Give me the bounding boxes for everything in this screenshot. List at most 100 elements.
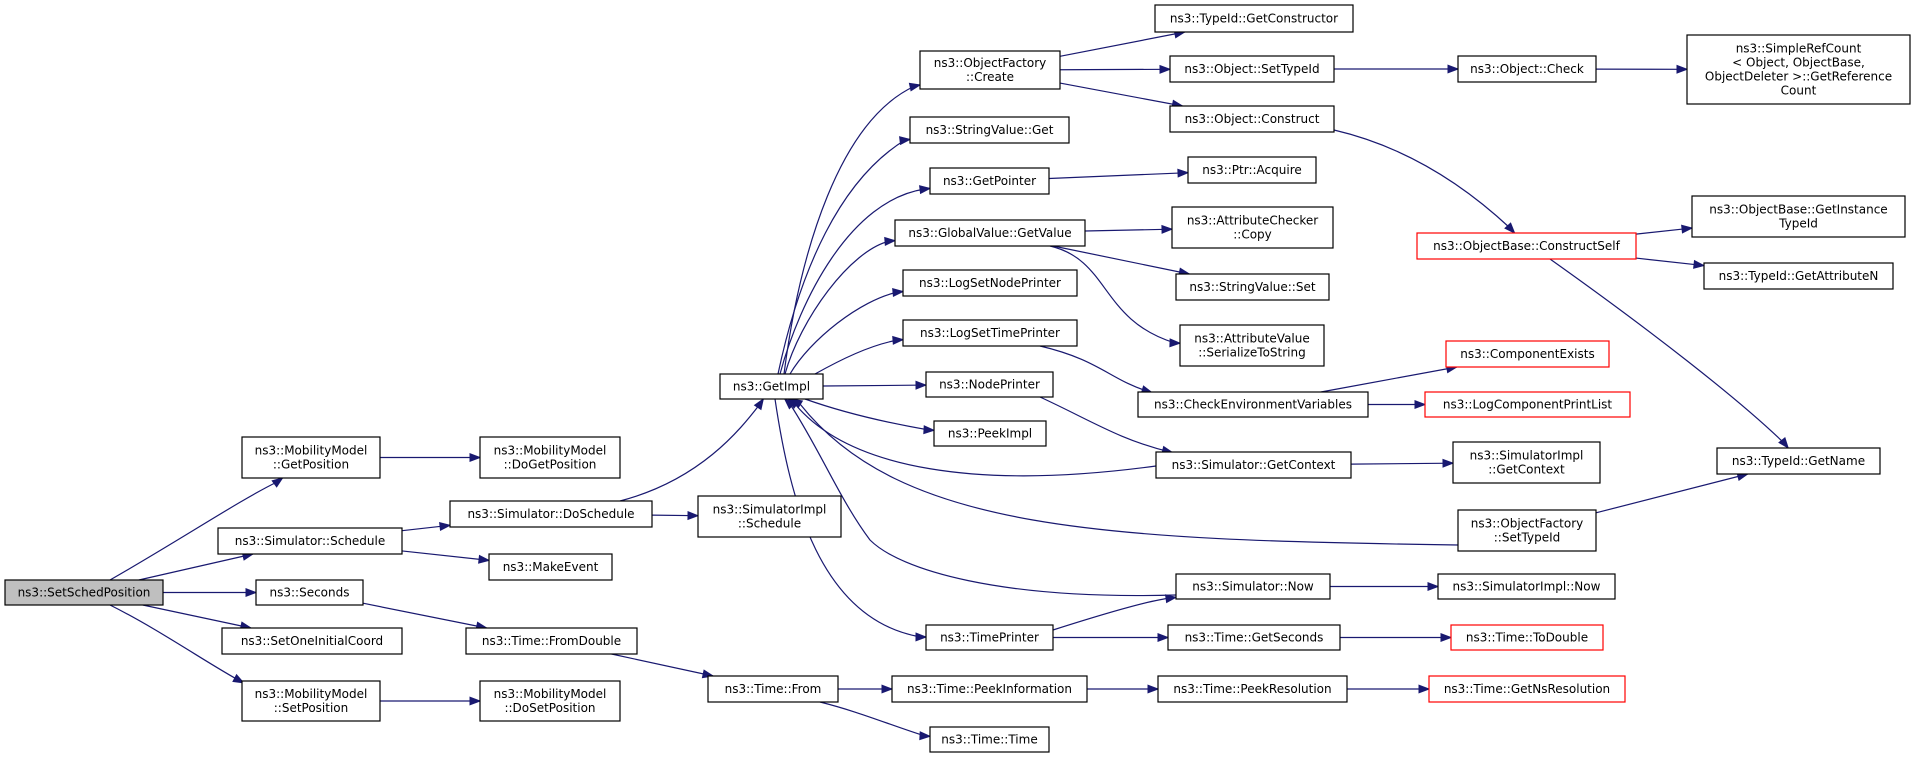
node-typeid-getname[interactable]: ns3::TypeId::GetName <box>1716 447 1881 475</box>
node-label: ns3::CheckEnvironmentVariables <box>1154 398 1352 412</box>
node-stringvalue-get[interactable]: ns3::StringValue::Get <box>909 116 1070 144</box>
node-label: ns3::StringValue::Set <box>1189 280 1315 294</box>
node-sim-now[interactable]: ns3::Simulator::Now <box>1175 573 1331 600</box>
node-sim-schedule[interactable]: ns3::Simulator::Schedule <box>217 527 403 555</box>
node-getpointer[interactable]: ns3::GetPointer <box>929 167 1050 195</box>
node-setoneinit[interactable]: ns3::SetOneInitialCoord <box>221 627 403 655</box>
call-edge <box>401 521 452 532</box>
node-getnsresolution[interactable]: ns3::Time::GetNsResolution <box>1428 675 1626 703</box>
node-label: ns3::LogComponentPrintList <box>1443 398 1613 412</box>
node-root[interactable]: ns3::SetSchedPosition <box>4 579 164 606</box>
node-label: ns3::SetOneInitialCoord <box>241 634 383 648</box>
node-ptr-acquire[interactable]: ns3::Ptr::Acquire <box>1187 156 1317 184</box>
node-fromdouble[interactable]: ns3::Time::FromDouble <box>465 627 638 655</box>
node-obj-check[interactable]: ns3::Object::Check <box>1457 55 1597 83</box>
call-edge <box>819 701 932 741</box>
node-timeprinter[interactable]: ns3::TimePrinter <box>925 624 1054 651</box>
call-edges <box>109 29 1790 741</box>
node-mm-dosetpos[interactable]: ns3::MobilityModel::DoSetPosition <box>479 680 621 722</box>
node-label: ns3::TimePrinter <box>940 631 1039 645</box>
call-edge <box>784 236 897 375</box>
node-peekinfo[interactable]: ns3::Time::PeekInformation <box>891 675 1088 703</box>
call-edge <box>611 653 715 679</box>
node-label: ::SerializeToString <box>1198 346 1306 360</box>
node-label: ns3::MakeEvent <box>503 560 599 574</box>
node-attrvalue-serialize[interactable]: ns3::AttributeValue::SerializeToString <box>1179 324 1325 367</box>
node-logtimeprinter[interactable]: ns3::LogSetTimePrinter <box>902 319 1078 347</box>
node-gv-getvalue[interactable]: ns3::GlobalValue::GetValue <box>894 219 1086 247</box>
node-lognodeprinter[interactable]: ns3::LogSetNodePrinter <box>902 269 1078 297</box>
call-edge <box>362 602 489 631</box>
node-stringvalue-set[interactable]: ns3::StringValue::Set <box>1175 273 1330 301</box>
call-edge <box>1048 168 1190 180</box>
call-edge <box>1052 594 1178 631</box>
call-edge <box>790 398 1459 546</box>
node-typeid-getctor[interactable]: ns3::TypeId::GetConstructor <box>1154 4 1354 33</box>
call-edge <box>1333 129 1516 235</box>
node-mm-dogetpos[interactable]: ns3::MobilityModel::DoGetPosition <box>479 436 621 479</box>
node-simimpl-now[interactable]: ns3::SimulatorImpl::Now <box>1437 573 1616 600</box>
node-seconds[interactable]: ns3::Seconds <box>255 579 364 606</box>
node-label: ::Copy <box>1233 228 1272 242</box>
node-simimpl-schedule[interactable]: ns3::SimulatorImpl::Schedule <box>697 495 842 538</box>
node-label: ns3::Time::GetNsResolution <box>1444 682 1610 696</box>
call-edge <box>777 136 912 375</box>
node-label: ns3::Object::Check <box>1470 62 1584 76</box>
node-label: ns3::Simulator::DoSchedule <box>467 507 634 521</box>
node-peekimpl[interactable]: ns3::PeekImpl <box>933 420 1047 447</box>
node-label: ns3::ComponentExists <box>1460 347 1594 361</box>
call-edge <box>380 696 482 706</box>
node-of-settypeid[interactable]: ns3::ObjectFactory::SetTypeId <box>1457 509 1597 552</box>
node-label: TypeId <box>1778 217 1818 231</box>
node-simimpl-getcontext[interactable]: ns3::SimulatorImpl::GetContext <box>1452 441 1601 484</box>
node-label: ns3::StringValue::Get <box>926 123 1054 137</box>
node-label: Count <box>1781 84 1817 98</box>
node-objbase-constructself[interactable]: ns3::ObjectBase::ConstructSelf <box>1416 232 1637 260</box>
call-edge <box>783 82 922 375</box>
node-simplerefcount[interactable]: ns3::SimpleRefCount< Object, ObjectBase,… <box>1686 34 1911 105</box>
call-edge <box>1334 64 1460 74</box>
node-time-todouble[interactable]: ns3::Time::ToDouble <box>1450 624 1604 651</box>
node-label: ns3::TypeId::GetName <box>1732 454 1865 468</box>
node-time-from[interactable]: ns3::Time::From <box>707 675 839 703</box>
node-mm-getpos[interactable]: ns3::MobilityModel::GetPosition <box>241 436 381 479</box>
node-label: ns3::MobilityModel <box>494 687 607 701</box>
call-edge <box>774 398 928 642</box>
node-label: ns3::GlobalValue::GetValue <box>908 226 1071 240</box>
node-of-create[interactable]: ns3::ObjectFactory::Create <box>919 50 1061 90</box>
call-edge <box>783 398 1177 597</box>
node-nodeprinter[interactable]: ns3::NodePrinter <box>925 371 1054 398</box>
call-edge <box>163 587 258 598</box>
call-edge <box>1595 472 1750 514</box>
node-componentexists[interactable]: ns3::ComponentExists <box>1445 340 1610 368</box>
node-time-getseconds[interactable]: ns3::Time::GetSeconds <box>1167 624 1341 651</box>
node-label: ns3::Time::PeekResolution <box>1173 682 1331 696</box>
node-label: ns3::Time::ToDouble <box>1466 631 1588 645</box>
node-label: ns3::MobilityModel <box>255 444 368 458</box>
node-label: ns3::ObjectBase::ConstructSelf <box>1433 239 1620 253</box>
node-label: < Object, ObjectBase, <box>1732 56 1865 70</box>
node-mm-setpos[interactable]: ns3::MobilityModel::SetPosition <box>241 680 381 722</box>
node-label: ns3::PeekImpl <box>948 427 1032 441</box>
node-attrchecker-copy[interactable]: ns3::AttributeChecker::Copy <box>1171 206 1334 249</box>
call-edge <box>1087 684 1160 694</box>
node-obj-settypeid[interactable]: ns3::Object::SetTypeId <box>1169 55 1335 83</box>
node-label: ::GetContext <box>1488 463 1565 477</box>
node-sim-doschedule[interactable]: ns3::Simulator::DoSchedule <box>449 500 653 528</box>
call-edge <box>109 477 284 581</box>
node-logcomponentprintlist[interactable]: ns3::LogComponentPrintList <box>1424 391 1631 418</box>
node-label: ns3::LogSetTimePrinter <box>920 326 1060 340</box>
node-label: ns3::MobilityModel <box>255 687 368 701</box>
call-edge <box>380 452 482 463</box>
node-sim-getcontext[interactable]: ns3::Simulator::GetContext <box>1155 451 1352 479</box>
node-checkenv[interactable]: ns3::CheckEnvironmentVariables <box>1137 391 1369 418</box>
node-getimpl[interactable]: ns3::GetImpl <box>719 373 824 400</box>
node-obj-construct[interactable]: ns3::Object::Construct <box>1169 105 1335 133</box>
node-makeevent[interactable]: ns3::MakeEvent <box>488 553 613 581</box>
call-edge <box>1053 632 1170 643</box>
node-time-time[interactable]: ns3::Time::Time <box>929 726 1050 753</box>
node-peekresolution[interactable]: ns3::Time::PeekResolution <box>1157 675 1348 703</box>
node-typeid-getattributen[interactable]: ns3::TypeId::GetAttributeN <box>1703 262 1894 290</box>
